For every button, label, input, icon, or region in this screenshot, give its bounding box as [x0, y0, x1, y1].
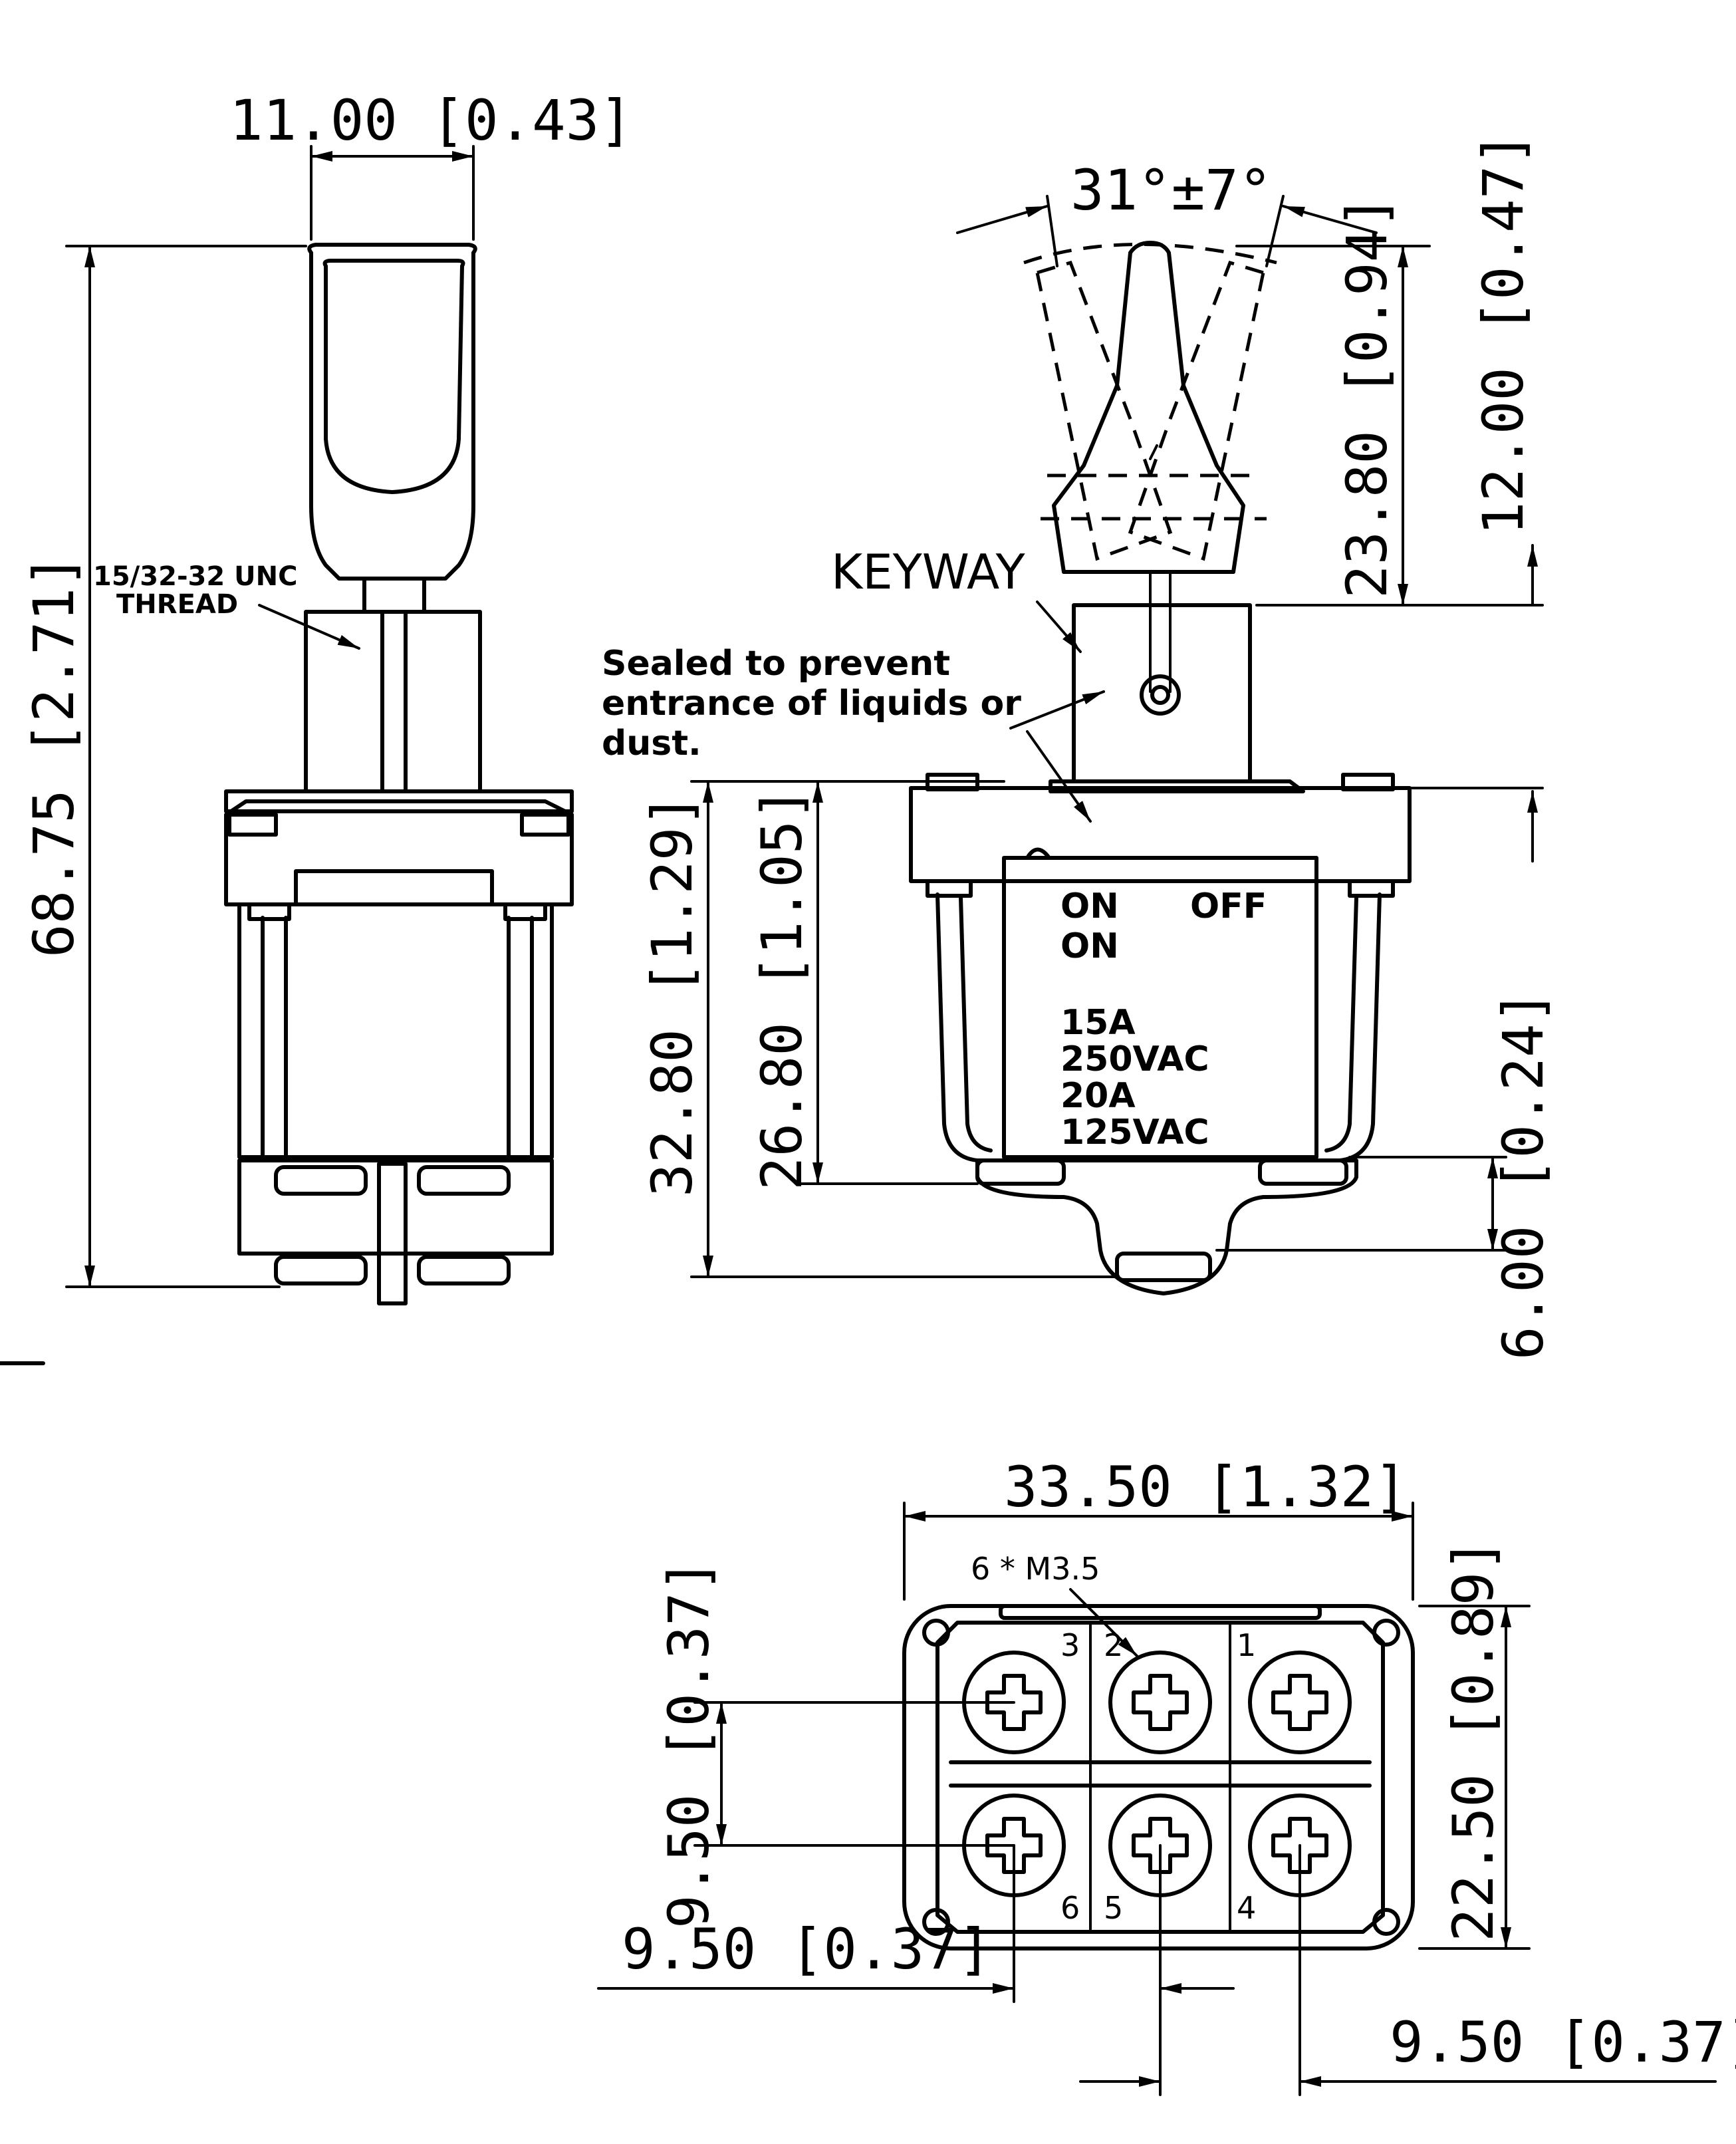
dim-600-label: 6.00 [0.24]: [1491, 990, 1556, 1360]
dim-3350-label: 33.50 [1.32]: [1004, 1454, 1408, 1520]
keyway-note: KEYWAY: [831, 544, 1082, 653]
pin-number-4: 4: [1237, 1890, 1256, 1926]
dim-3280-label: 32.80 [1.29]: [640, 793, 705, 1197]
dim-600: 6.00 [0.24]: [1215, 990, 1556, 1360]
dim-11: 11.00 [0.43]: [229, 88, 633, 241]
dim-2380-label: 23.80 [0.94]: [1334, 195, 1400, 599]
sealed-note-line1: Sealed to prevent: [602, 644, 950, 684]
label-off: OFF: [1190, 886, 1267, 926]
keyway-label: KEYWAY: [831, 544, 1026, 600]
label-rating-2: 250VAC: [1060, 1039, 1209, 1079]
pin-number-6: 6: [1060, 1890, 1080, 1926]
sealed-note-line3: dust.: [602, 724, 701, 763]
bottom-view: 1 2 3 4 5 6: [902, 1604, 1415, 1950]
dim-950-bottom-right: 9.50 [0.37]: [1079, 1844, 1736, 2096]
dim-2380: 23.80 [0.94]: [1235, 195, 1544, 606]
dim-2250-label: 22.50 [0.89]: [1441, 1538, 1506, 1942]
dim-angle-label: 31°±7°: [1070, 158, 1272, 223]
screw-note-label: 6 * M3.5: [971, 1551, 1100, 1587]
dim-950-bottom-left: 9.50 [0.37]: [597, 1844, 1235, 2096]
screw-terminal-1: [1248, 1651, 1352, 1754]
pin-number-1: 1: [1237, 1627, 1256, 1663]
dim-950-bottom-left-label: 9.50 [0.37]: [622, 1917, 991, 1982]
dim-angle: 31°±7°: [956, 158, 1378, 267]
dim-6875-label: 68.75 [2.71]: [21, 554, 86, 958]
label-rating-4: 125VAC: [1060, 1113, 1209, 1152]
sealed-note: Sealed to prevent entrance of liquids or…: [602, 644, 1105, 823]
thread-note-line1: 15/32-32 UNC: [93, 561, 297, 592]
dim-3350: 33.50 [1.32]: [903, 1454, 1414, 1601]
dim-2680: 26.80 [1.05]: [749, 780, 979, 1190]
front-view: [224, 243, 574, 1305]
dim-950-left: 9.50 [0.37]: [656, 1559, 1015, 1929]
dim-950-bottom-right-label: 9.50 [0.37]: [1390, 2010, 1736, 2075]
label-rating-1: 15A: [1060, 1003, 1136, 1043]
label-on-1: ON: [1060, 886, 1119, 926]
screw-terminal-2: [1108, 1651, 1212, 1754]
label-rating-3: 20A: [1060, 1076, 1136, 1116]
dim-11-label: 11.00 [0.43]: [229, 88, 633, 153]
screw-note: 6 * M3.5: [971, 1551, 1138, 1657]
dim-950-left-label: 9.50 [0.37]: [656, 1559, 721, 1929]
pin-number-5: 5: [1104, 1890, 1123, 1926]
dim-1200: 12.00 [0.47]: [1408, 132, 1544, 863]
dim-2680-label: 26.80 [1.05]: [749, 787, 814, 1190]
sealed-note-line2: entrance of liquids or: [602, 684, 1021, 724]
thread-note-line2: THREAD: [116, 589, 238, 620]
dim-2250: 22.50 [0.89]: [1418, 1538, 1531, 1950]
side-view: ON OFF ON 15A 250VAC 20A 125VAC: [909, 241, 1412, 1295]
dim-6875: 68.75 [2.71]: [21, 245, 307, 1288]
dim-1200-label: 12.00 [0.47]: [1471, 132, 1536, 535]
label-on-2: ON: [1060, 926, 1119, 966]
thread-note: 15/32-32 UNC THREAD: [93, 561, 360, 650]
dim-3280: 32.80 [1.29]: [640, 780, 1118, 1278]
pin-number-3: 3: [1060, 1627, 1080, 1663]
